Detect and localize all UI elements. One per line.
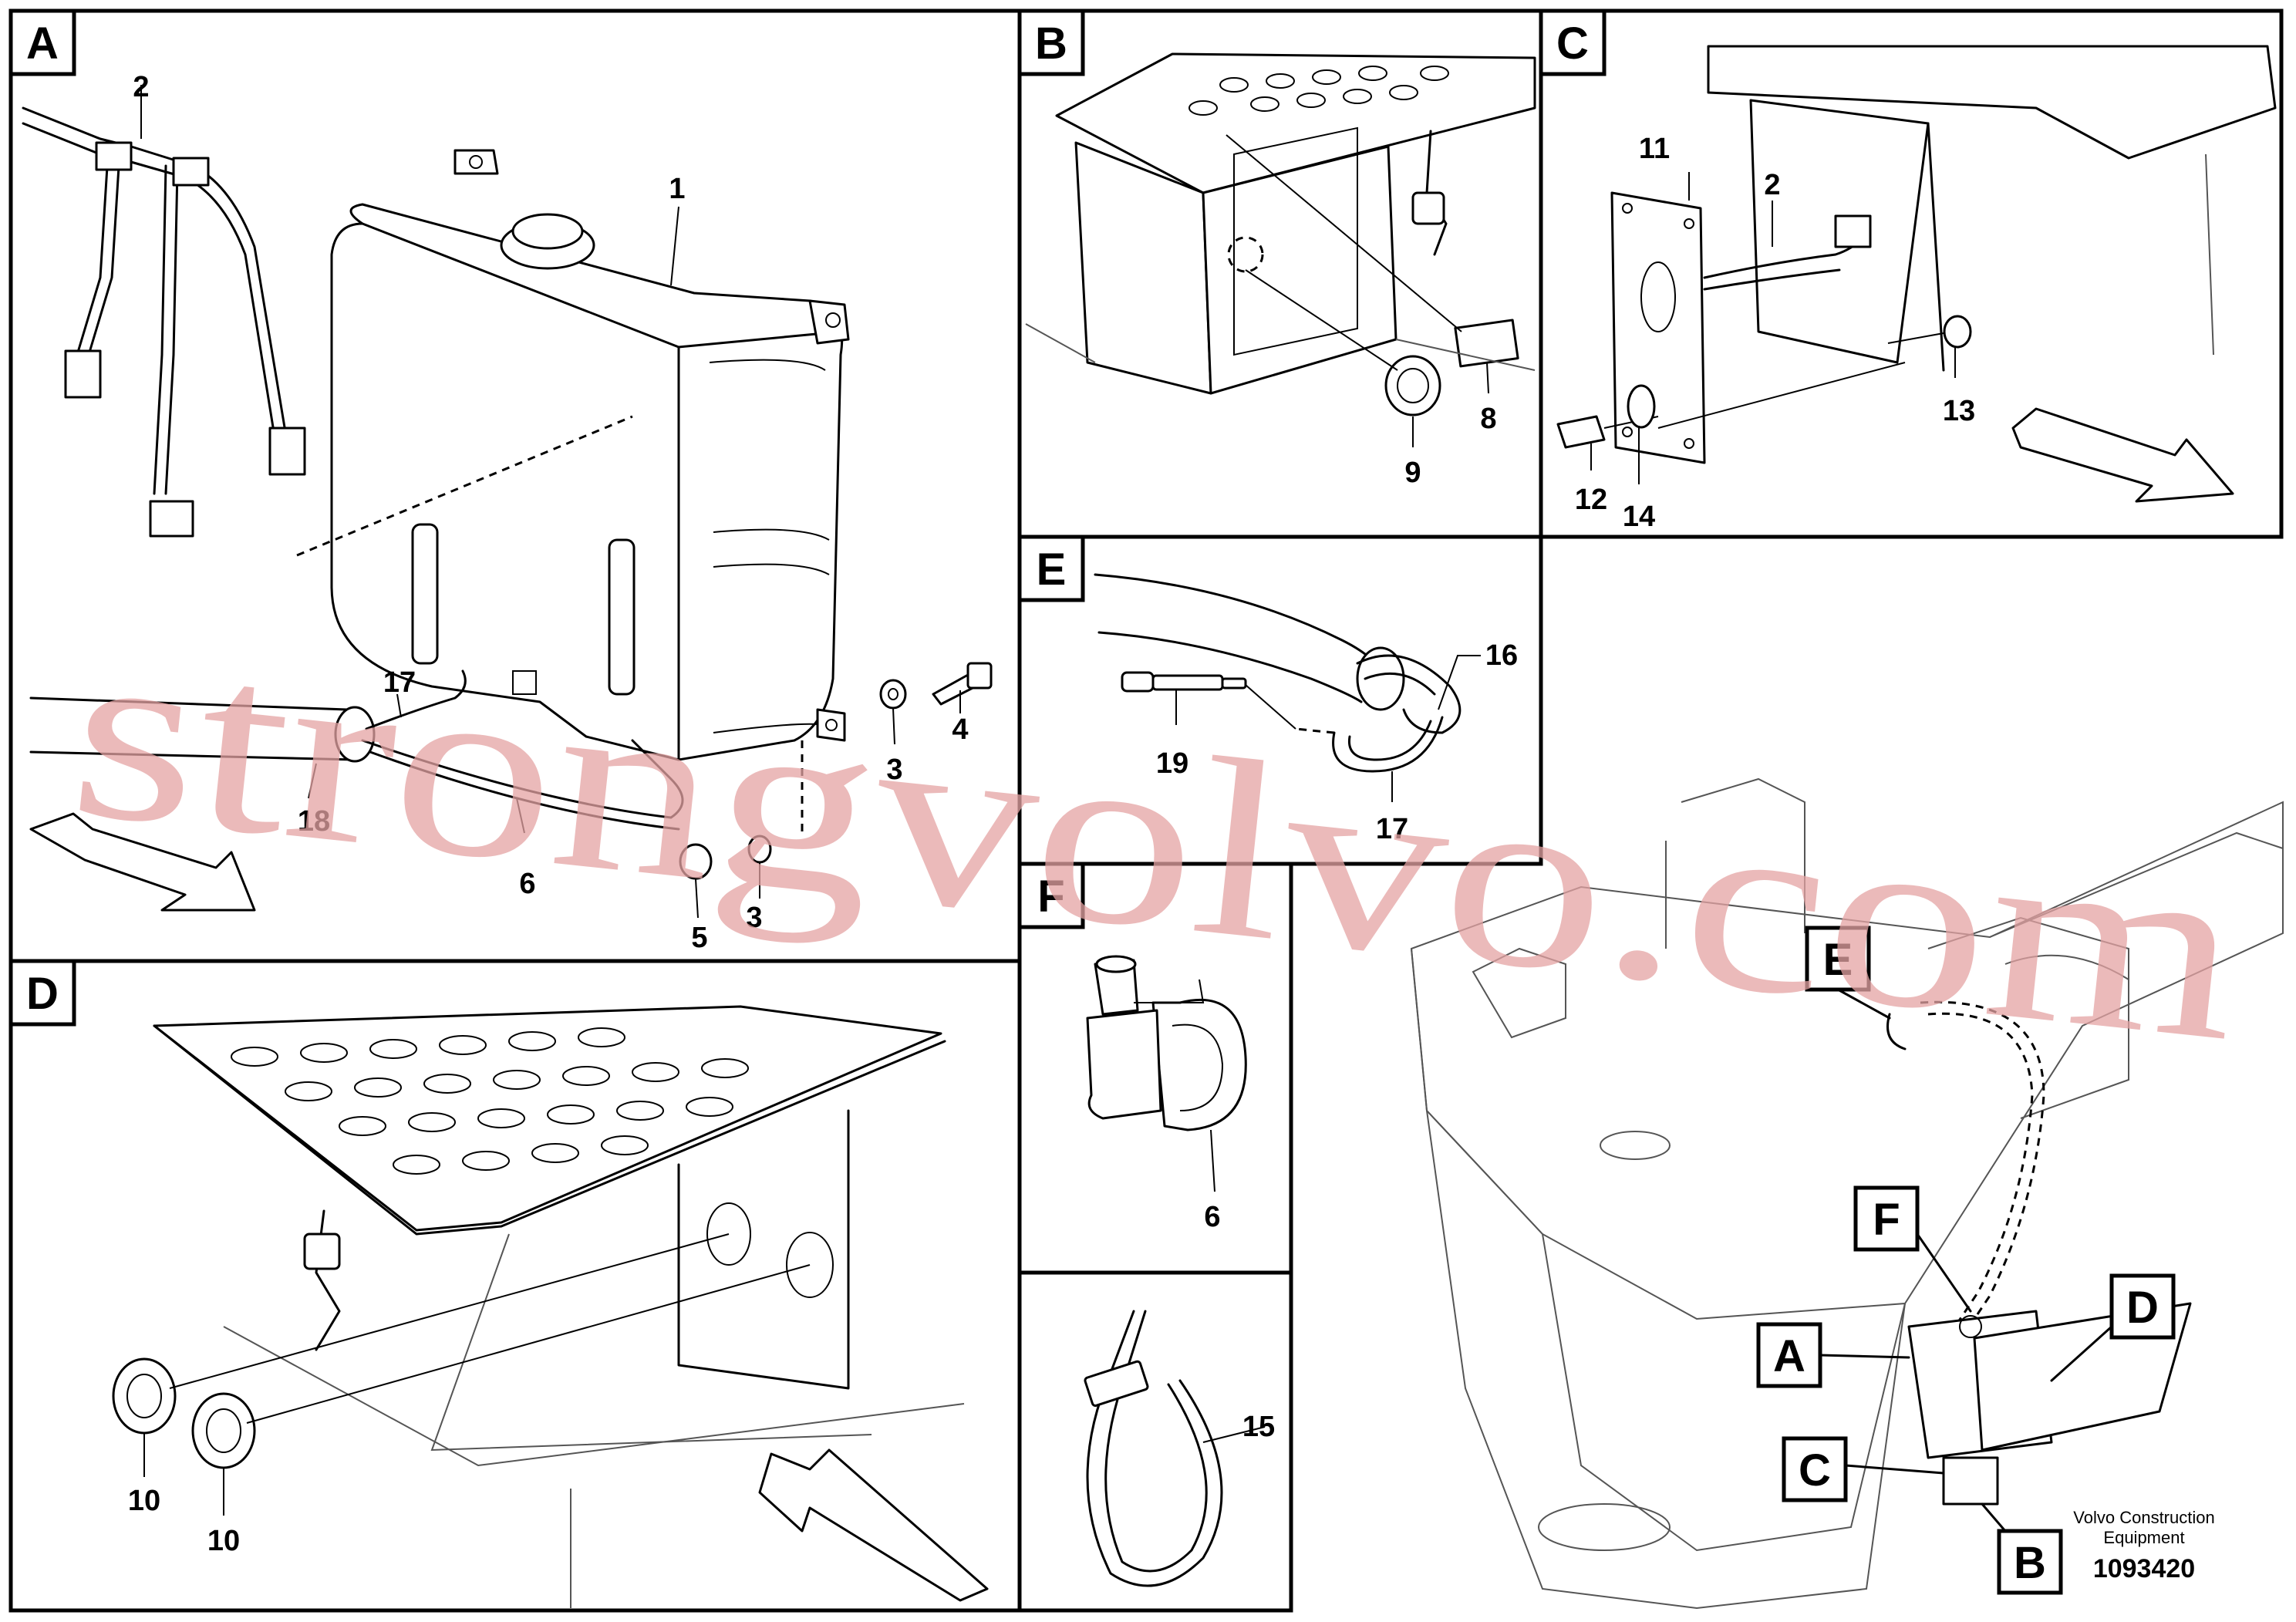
overview-callout-B: B: [1981, 1502, 2063, 1595]
part-label-14: 14: [1623, 501, 1655, 533]
panel-frames: [8, 8, 2284, 1613]
svg-text:A: A: [26, 19, 59, 69]
hose-6: [361, 739, 684, 819]
hose-route: [1920, 1000, 2045, 1343]
washer-pump-right: [608, 538, 636, 696]
document-number: 1093420: [2093, 1554, 2195, 1583]
nut-5: [679, 843, 713, 880]
panel-tag-A: A: [8, 8, 76, 76]
svg-text:D: D: [26, 969, 59, 1019]
overview-machine: [1410, 777, 2284, 1610]
step-holes-b: [1188, 66, 1449, 116]
part-label-6: 6: [519, 868, 535, 900]
overview-callout-D: D: [2050, 1273, 2176, 1382]
overview-callout-E: E: [1805, 926, 1891, 1020]
nut-13: [1943, 315, 1972, 349]
cover-8: [1454, 319, 1519, 368]
overview-callout-A: A: [1756, 1322, 1910, 1388]
part-label-13: 13: [1943, 395, 1975, 427]
part-label-2c: 2: [1764, 169, 1780, 201]
panel-e-view: [1094, 573, 1481, 802]
part-label-17e: 17: [1376, 813, 1408, 845]
washer-pump-left: [411, 523, 439, 665]
part-label-9: 9: [1404, 457, 1421, 489]
panel-tag-E: E: [1017, 534, 1085, 602]
caption-company-line2: Equipment: [2103, 1528, 2184, 1547]
part-label-1: 1: [669, 173, 685, 205]
washer-tank-view: [22, 85, 993, 919]
direction-arrow-a: [29, 812, 256, 912]
svg-text:C: C: [1799, 1445, 1831, 1496]
svg-text:A: A: [1773, 1331, 1805, 1381]
part-label-2: 2: [133, 71, 149, 103]
svg-text:D: D: [2126, 1283, 2159, 1333]
cable-tie-15: [1086, 1310, 1223, 1587]
part-label-6f: 6: [1204, 1201, 1220, 1233]
svg-text:F: F: [1873, 1195, 1900, 1245]
hose-18: [334, 706, 376, 763]
part-label-17: 17: [383, 666, 416, 699]
svg-text:B: B: [1035, 19, 1067, 69]
part-label-15: 15: [1242, 1411, 1275, 1443]
grommet-6f: [1151, 998, 1247, 1131]
latch-d: [315, 1209, 341, 1351]
grommet-10b: [191, 1392, 256, 1469]
panel-tag-F: F: [1017, 862, 1085, 929]
part-label-5: 5: [691, 922, 707, 954]
panel-b-view: [1025, 52, 1536, 447]
grommet-9: [1384, 355, 1441, 416]
panel-c-view: [1556, 45, 2277, 503]
wire-harness: [22, 106, 287, 433]
plate-11: [1610, 191, 1706, 464]
connector-a: [64, 349, 102, 399]
overview-callout-F: F: [1853, 1185, 1972, 1313]
svg-text:E: E: [1823, 935, 1853, 985]
part-label-8: 8: [1480, 403, 1496, 435]
svg-text:B: B: [2014, 1538, 2046, 1588]
part-label-19: 19: [1156, 747, 1188, 780]
part-label-11: 11: [1639, 133, 1670, 165]
hose-16: [1356, 654, 1462, 734]
part-label-18: 18: [298, 805, 330, 838]
hose-17e: [1332, 716, 1444, 773]
panel-tag-B: B: [1017, 8, 1085, 76]
part-label-12: 12: [1575, 484, 1607, 516]
direction-arrow-d: [758, 1448, 989, 1602]
bolt-12: [1556, 415, 1606, 449]
part-label-3b: 3: [746, 902, 762, 934]
direction-arrow-c: [2011, 407, 2234, 503]
connector-b: [268, 427, 306, 476]
panel-d-view: [112, 1005, 989, 1608]
caption-company: Volvo Construction: [2073, 1508, 2214, 1527]
connector-c: [149, 500, 194, 538]
part-label-10a: 10: [128, 1485, 160, 1517]
svg-text:C: C: [1556, 19, 1589, 69]
panel-tag-D: D: [8, 959, 76, 1027]
part-label-3a: 3: [886, 754, 902, 786]
step-holes-d: [231, 1027, 749, 1175]
panel-f-view: [1086, 955, 1247, 1192]
part-label-16: 16: [1485, 639, 1518, 672]
washer-14: [1627, 384, 1656, 429]
grommet-10a: [112, 1357, 177, 1435]
svg-text:F: F: [1037, 872, 1064, 922]
panel-tag-C: C: [1539, 8, 1607, 76]
svg-text:E: E: [1037, 545, 1067, 595]
cable-tie-view: [1084, 1310, 1266, 1587]
overview-callout-C: C: [1782, 1436, 1945, 1502]
nozzle-19: [1121, 671, 1247, 693]
part-label-4: 4: [952, 713, 968, 746]
part-label-10b: 10: [207, 1525, 240, 1557]
